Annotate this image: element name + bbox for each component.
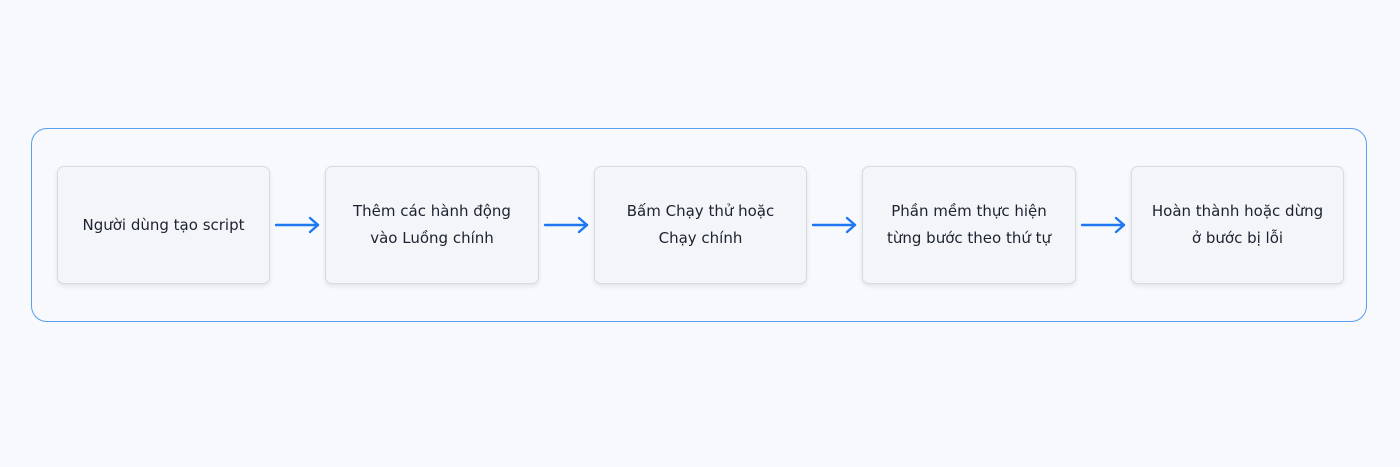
arrow-right-icon	[811, 216, 857, 234]
step-3-label: Bấm Chạy thử hoặc Chạy chính	[626, 202, 775, 247]
step-2-box: Thêm các hành động vào Luồng chính	[325, 166, 539, 284]
step-3-box: Bấm Chạy thử hoặc Chạy chính	[594, 166, 807, 284]
arrow-right-icon	[543, 216, 589, 234]
step-4-label: Phần mềm thực hiện từng bước theo thứ tự	[886, 202, 1052, 247]
step-5-box: Hoàn thành hoặc dừng ở bước bị lỗi	[1131, 166, 1344, 284]
step-2-label: Thêm các hành động vào Luồng chính	[353, 202, 511, 247]
step-5-label: Hoàn thành hoặc dừng ở bước bị lỗi	[1151, 202, 1324, 247]
step-1-box: Người dùng tạo script	[57, 166, 270, 284]
arrow-right-icon	[1080, 216, 1126, 234]
step-4-box: Phần mềm thực hiện từng bước theo thứ tự	[862, 166, 1076, 284]
arrow-right-icon	[274, 216, 320, 234]
step-1-label: Người dùng tạo script	[82, 215, 245, 234]
